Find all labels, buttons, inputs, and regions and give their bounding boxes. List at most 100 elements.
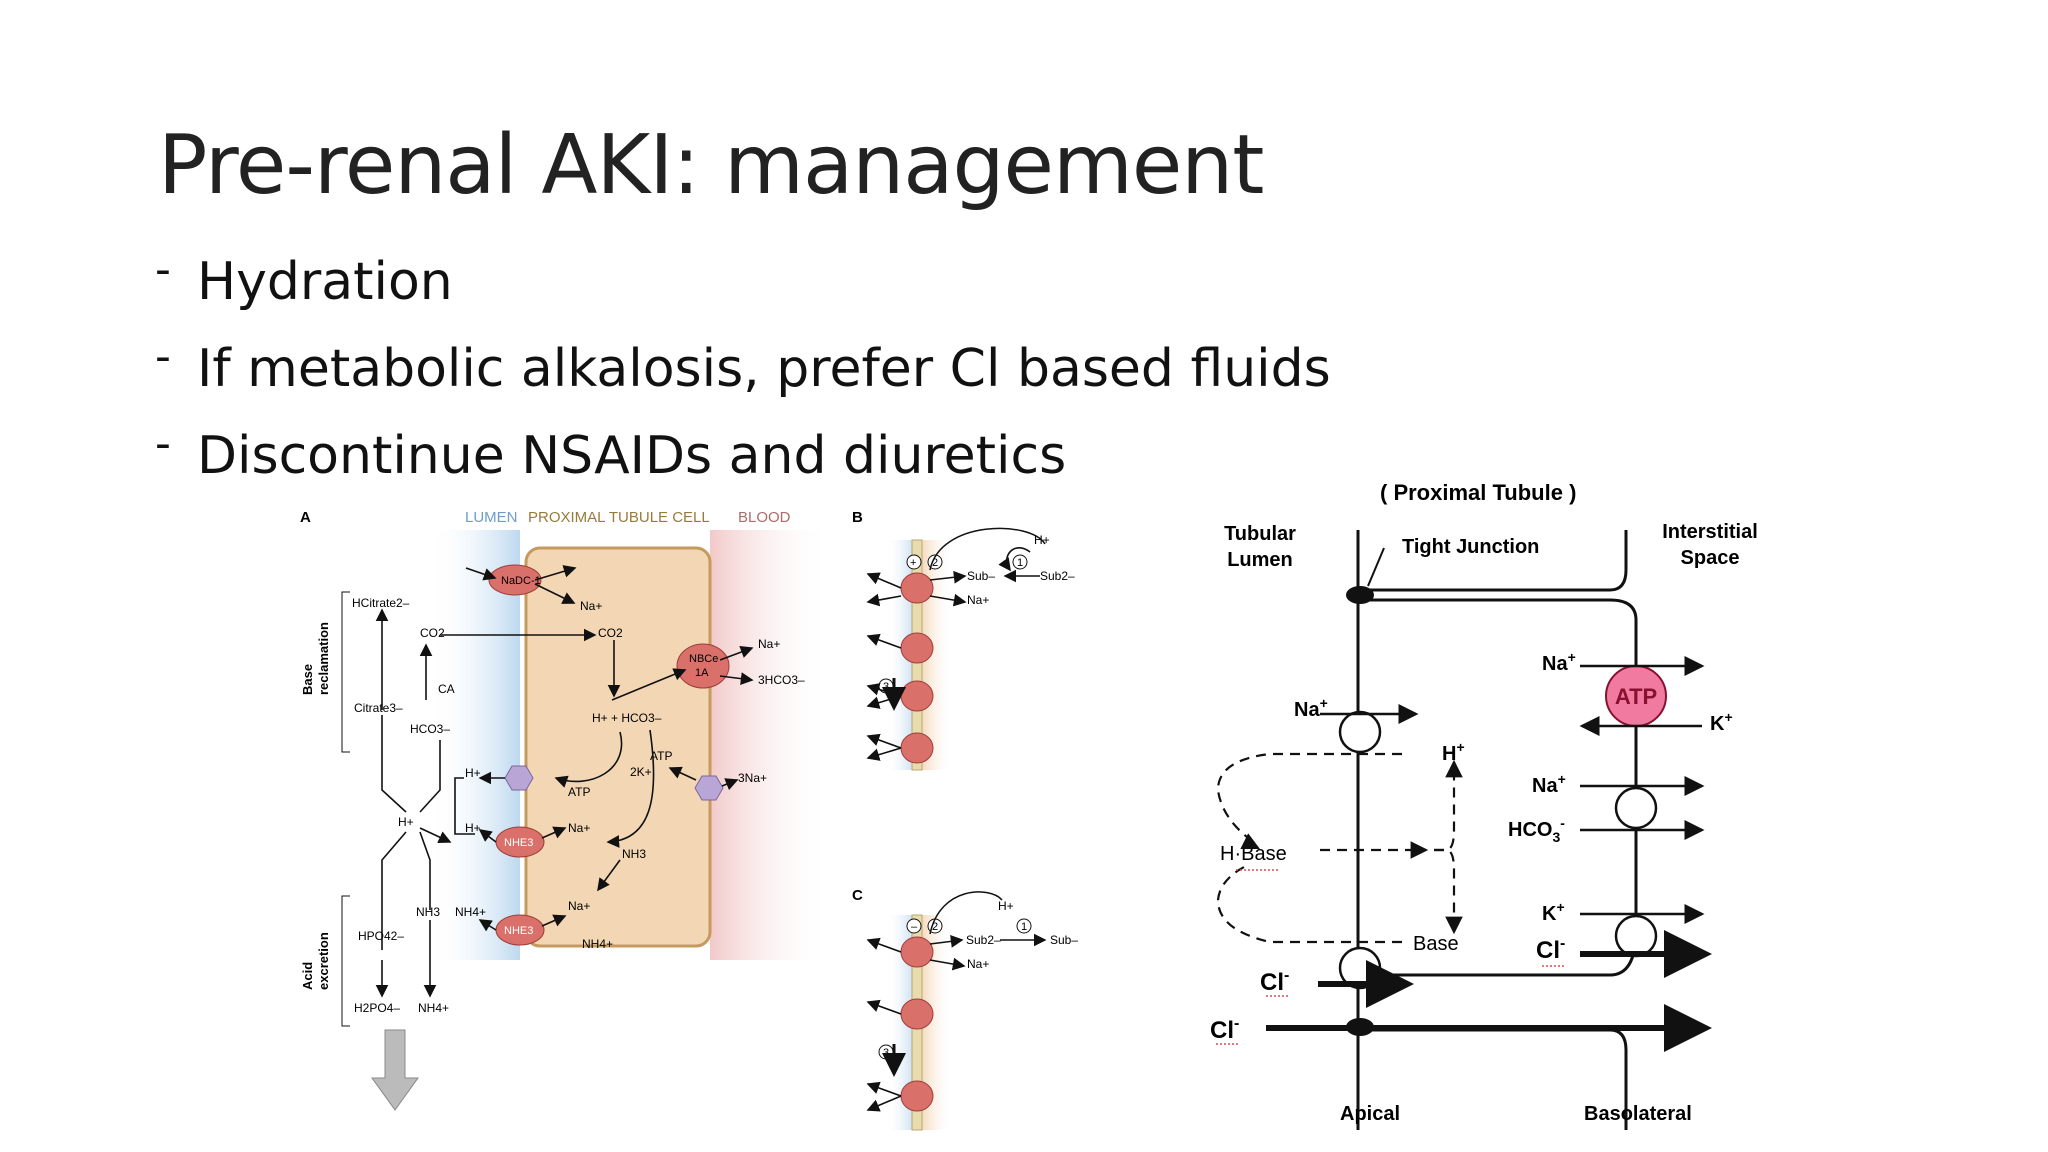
k-basolateral-label: K+ bbox=[1542, 899, 1565, 925]
svg-text:NHE3: NHE3 bbox=[504, 837, 533, 849]
cl-apical-label: Cl- bbox=[1260, 967, 1289, 996]
nbce1a-transporter: NBCe 1A bbox=[676, 643, 730, 689]
hpo4-label: HPO42– bbox=[358, 929, 404, 943]
svg-text:NBCe: NBCe bbox=[689, 653, 718, 665]
blood-label: BLOOD bbox=[738, 509, 791, 526]
tight-junction-dot bbox=[1346, 586, 1374, 604]
cl-paracellular-label: Cl- bbox=[1210, 1015, 1239, 1044]
svg-text:1: 1 bbox=[1017, 557, 1023, 569]
blood-region bbox=[710, 530, 830, 960]
plus-sign-icon bbox=[906, 554, 922, 570]
svg-text:+: + bbox=[910, 557, 916, 569]
co2-cell-label: CO2 bbox=[598, 626, 623, 640]
excretion-arrow bbox=[371, 1029, 419, 1111]
na-hco3-cotransporter bbox=[1614, 786, 1658, 830]
nhe3-transporter-2: NHE3 bbox=[495, 914, 545, 946]
nhe3-transporter: NHE3 bbox=[495, 826, 545, 858]
proximal-tubule-cell bbox=[524, 546, 712, 948]
bullet-item: -If metabolic alkalosis, prefer Cl based… bbox=[155, 331, 1331, 426]
minus-sign-icon bbox=[906, 918, 922, 934]
h-plus-pump-label: H+ bbox=[465, 766, 481, 780]
na-atpase-label: Na+ bbox=[1542, 649, 1576, 675]
svg-text:1: 1 bbox=[1021, 921, 1027, 933]
na-nhe3-label: Na+ bbox=[568, 821, 590, 835]
hcitrate-label: HCitrate2– bbox=[352, 596, 410, 610]
bullet-item: -Discontinue NSAIDs and diuretics bbox=[155, 418, 1331, 513]
bullet-marker: - bbox=[155, 244, 171, 295]
k-cl-cotransporter bbox=[1614, 914, 1658, 958]
bullet-marker: - bbox=[155, 331, 171, 382]
cell-label: PROXIMAL TUBULE CELL bbox=[528, 509, 710, 526]
svg-text:H+: H+ bbox=[998, 899, 1014, 913]
bullet-text: Discontinue NSAIDs and diuretics bbox=[197, 426, 1067, 486]
svg-text:Sub–: Sub– bbox=[967, 569, 995, 583]
svg-text:Sub2–: Sub2– bbox=[966, 933, 1001, 947]
na-nadc-label: Na+ bbox=[580, 599, 602, 613]
bullet-list: -Hydration -If metabolic alkalosis, pref… bbox=[155, 244, 1331, 513]
na-basolateral-label: Na+ bbox=[1532, 771, 1566, 797]
svg-text:2: 2 bbox=[932, 557, 938, 569]
k-atpase-label: K+ bbox=[1710, 709, 1733, 735]
svg-text:–: – bbox=[911, 921, 918, 933]
h-apical-label: H+ bbox=[1442, 739, 1465, 765]
atp-pump-label: ATP bbox=[568, 785, 590, 799]
hco3-lumen-label: HCO3– bbox=[410, 722, 450, 736]
nh3-lumen-label: NH3 bbox=[416, 905, 440, 919]
svg-text:Sub–: Sub– bbox=[1050, 933, 1078, 947]
co2-lumen-label: CO2 bbox=[420, 626, 445, 640]
apical-label: Apical bbox=[1340, 1103, 1400, 1125]
svg-text:2: 2 bbox=[932, 921, 938, 933]
atp-nak-label: ATP bbox=[650, 749, 672, 763]
diagram-title: ( Proximal Tubule ) bbox=[1380, 480, 1576, 505]
ca-label: CA bbox=[438, 682, 455, 696]
nh4-excreted-label: NH4+ bbox=[418, 1001, 449, 1015]
bullet-text: If metabolic alkalosis, prefer Cl based … bbox=[197, 339, 1331, 399]
na-nbce-label: Na+ bbox=[758, 637, 780, 651]
cell-outline bbox=[1370, 598, 1638, 977]
svg-text:Na+: Na+ bbox=[967, 593, 989, 607]
lumen-label: LUMEN bbox=[465, 509, 518, 526]
svg-text:Sub2–: Sub2– bbox=[1040, 569, 1075, 583]
lumen-region bbox=[430, 530, 520, 960]
hco3-basolateral-label: HCO3- bbox=[1508, 815, 1565, 845]
na-nhe3b-label: Na+ bbox=[568, 899, 590, 913]
panel-a-letter: A bbox=[300, 509, 311, 526]
tight-junction-line bbox=[1370, 530, 1628, 592]
bullet-text: Hydration bbox=[197, 252, 453, 312]
panel-c: C – 2 1 3 H+ Sub2– Sub– Na+ bbox=[852, 887, 1078, 1131]
atp-label: ATP bbox=[1615, 684, 1657, 709]
na-apical-label: Na+ bbox=[1294, 695, 1328, 721]
bullet-item: -Hydration bbox=[155, 244, 1331, 339]
panel-b-letter: B bbox=[852, 509, 863, 526]
tight-junction-label: Tight Junction bbox=[1402, 536, 1539, 558]
panel-a: A LUMEN PROXIMAL TUBULE CELL BLOOD Baser… bbox=[300, 509, 830, 1111]
svg-text:Na+: Na+ bbox=[967, 957, 989, 971]
three-na-label: 3Na+ bbox=[738, 771, 767, 785]
two-k-label: 2K+ bbox=[630, 765, 652, 779]
svg-text:1A: 1A bbox=[695, 667, 709, 679]
base-reclamation-label: Basereclamation bbox=[300, 622, 331, 695]
panel-b: B + 2 1 3 H+ Sub– Sub2– Na+ bbox=[852, 509, 1075, 771]
svg-text:3: 3 bbox=[883, 1047, 889, 1059]
h-plus-lumen-label: H+ bbox=[398, 815, 414, 829]
svg-text:NaDC-1: NaDC-1 bbox=[501, 575, 541, 587]
acid-excretion-label: Acidexcretion bbox=[300, 932, 331, 990]
nh4-cell-label: NH4+ bbox=[582, 937, 613, 951]
h-plus-nhe3-label: H+ bbox=[465, 821, 481, 835]
basolateral-label: Basolateral bbox=[1584, 1103, 1692, 1125]
svg-text:NHE3: NHE3 bbox=[504, 925, 533, 937]
acid-base-transport-figure: A LUMEN PROXIMAL TUBULE CELL BLOOD Baser… bbox=[300, 509, 1078, 1131]
nadc1-transporter: NaDC-1 bbox=[488, 564, 542, 596]
citrate-label: Citrate3– bbox=[354, 701, 403, 715]
slide-title: Pre-renal AKI: management bbox=[158, 118, 1264, 213]
h2po4-label: H2PO4– bbox=[354, 1001, 400, 1015]
h-plus-hco3-label: H+ + HCO3– bbox=[592, 711, 662, 725]
na-h-exchanger bbox=[1338, 710, 1382, 754]
bullet-marker: - bbox=[155, 418, 171, 469]
base-label: Base bbox=[1413, 933, 1459, 955]
cl-basolateral-label: Cl- bbox=[1536, 935, 1565, 964]
three-hco3-label: 3HCO3– bbox=[758, 673, 805, 687]
